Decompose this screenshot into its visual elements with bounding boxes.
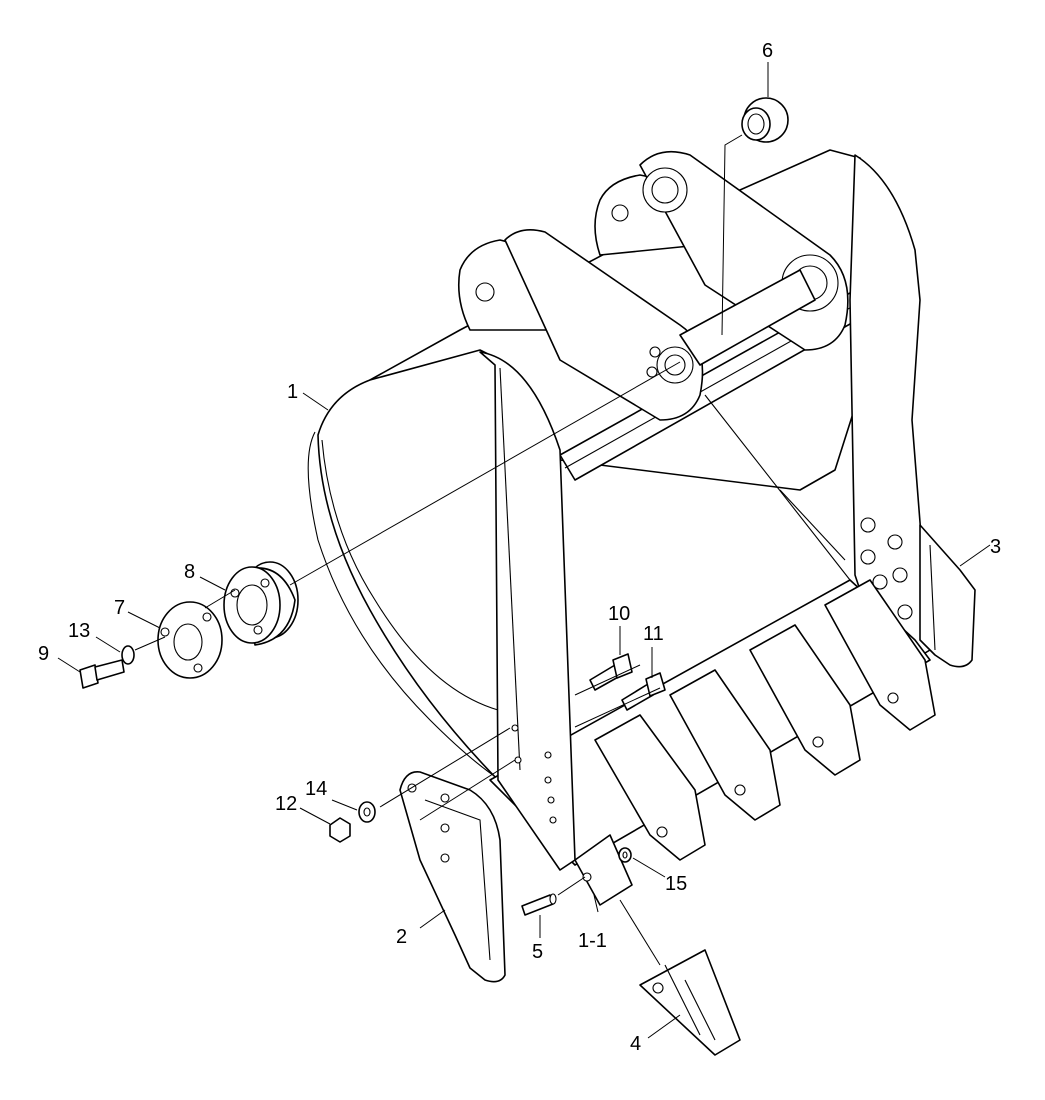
callout-labels: 1 1-1 2 3 4 5 6 7 8 9 10 11 12 13 14 15 [38,40,1001,1055]
nut-12 [329,817,351,843]
assembly-lines [134,134,743,966]
boss-ring [223,561,299,646]
teeth-adapters [574,579,936,906]
callout-9: 9 [38,643,49,665]
washer-plate [157,601,223,679]
washer-14 [358,801,376,823]
callout-2: 2 [396,926,407,948]
side-cutter-left [399,771,506,983]
callout-13: 13 [68,620,90,642]
washer-15 [618,847,632,863]
callout-8: 8 [184,561,195,583]
side-bolts [860,517,913,620]
bolt-9 [79,659,125,689]
callout-10: 10 [608,603,630,625]
bushing-top [741,97,789,143]
callout-1: 1 [287,381,298,403]
bolt-11 [621,672,666,711]
callout-12: 12 [275,793,297,815]
callout-14: 14 [305,778,327,800]
callout-15: 15 [665,873,687,895]
callout-11: 11 [643,623,664,645]
callout-4: 4 [630,1033,641,1055]
side-cutter-right [919,524,976,668]
callout-5: 5 [532,941,543,963]
pin-5 [521,893,557,916]
callout-7: 7 [114,597,125,619]
washer-13 [121,645,135,665]
bucket-tooth-exploded [639,949,741,1056]
mounting-ears [457,150,849,421]
callout-1-1: 1-1 [578,930,607,952]
callout-3: 3 [990,536,1001,558]
callout-6: 6 [762,40,773,62]
callout-leaders [57,62,991,1039]
